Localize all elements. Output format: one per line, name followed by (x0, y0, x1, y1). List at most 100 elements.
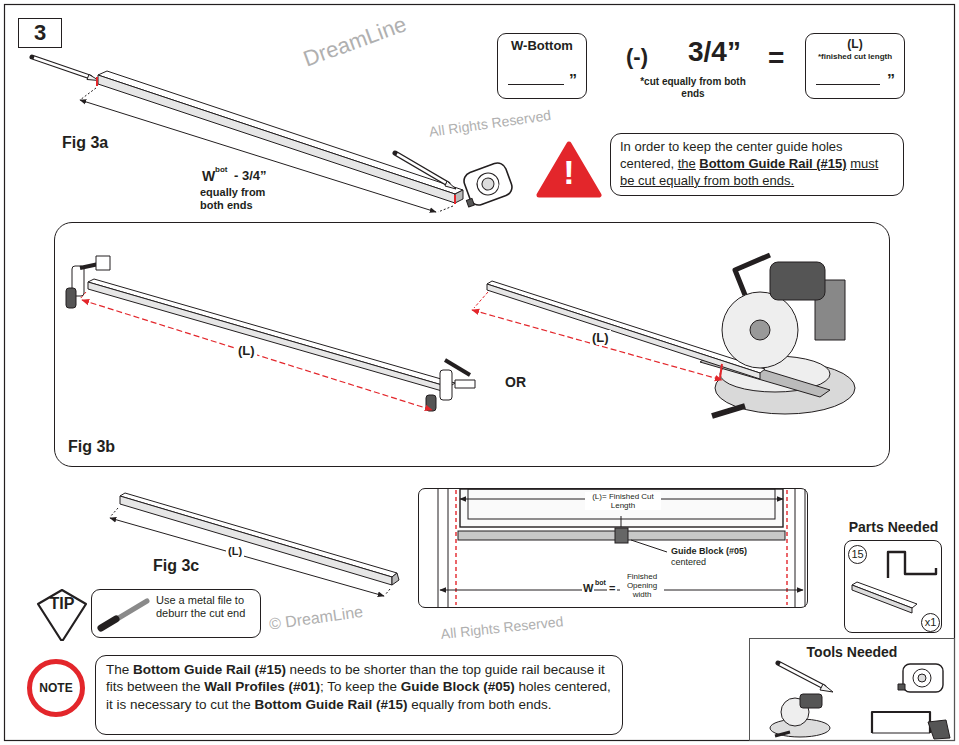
math-operator: = (607, 582, 617, 594)
note-text: Guide Block (#05) (401, 679, 515, 694)
tip-text: Use a metal file to deburr the cut end (156, 594, 256, 620)
figure-label: Fig 3a (62, 134, 108, 152)
note-text: The (106, 662, 129, 677)
fig3b-drawing (712, 406, 745, 416)
fig3b-drawing (96, 256, 110, 270)
fig3c-drawing (110, 518, 384, 596)
inset-drawing (631, 540, 667, 552)
fig3a-drawing (438, 206, 453, 212)
fig3a-drawing (80, 88, 96, 100)
tool-icons (778, 663, 824, 687)
fig3b-drawing (455, 380, 475, 388)
math-operator: = (768, 42, 784, 74)
fig3c-drawing (120, 496, 392, 585)
fig3c-drawing (110, 493, 399, 596)
tip-box: Use a metal file to deburr the cut end (91, 589, 261, 638)
dimension-symbol: W (200, 168, 217, 184)
tool-icons (872, 733, 930, 734)
math-operator: (-) (626, 44, 648, 70)
metal-file-icon (101, 619, 116, 628)
fig3a-drawing (80, 100, 436, 212)
fig3a-drawing (454, 195, 456, 204)
fig3b-drawing (445, 360, 470, 375)
metal-file-icon (117, 601, 147, 619)
fig3b-drawing (770, 262, 825, 300)
inch-mark: ” (569, 72, 577, 90)
watermark: © DreamLine (268, 603, 364, 634)
part-label: Guide Block (#05) (671, 546, 747, 556)
fig3b-drawing (66, 255, 855, 416)
warning-mark: ! (536, 152, 602, 192)
badge-text: NOTE (32, 664, 80, 712)
fig3b-drawing (474, 292, 488, 308)
input-box: W-Bottom” (497, 33, 587, 99)
tool-icons (928, 720, 950, 739)
dimension-subscript: bot (595, 579, 606, 586)
tip-badge: TIP (36, 588, 88, 642)
dimension-note: equally from both ends (200, 186, 280, 211)
watermark: All Rights Reserved (428, 107, 552, 140)
watermark: All Rights Reserved (440, 613, 564, 642)
fig3a-drawing (462, 161, 515, 208)
inset-drawing (805, 489, 806, 607)
tool-icons (913, 669, 931, 687)
box-heading: Parts Needed (843, 519, 944, 535)
inset-drawing (621, 516, 622, 527)
tool-icons (780, 664, 822, 686)
fig3a-drawing (397, 154, 446, 183)
length-label: (L) (236, 343, 257, 358)
inch-mark: ” (887, 72, 895, 90)
part-note: centered (671, 557, 706, 567)
inset-drawing (468, 489, 775, 519)
fig3a-drawing (98, 71, 463, 194)
fig3a-drawing (466, 198, 474, 207)
part-15-drawing (852, 582, 917, 608)
inset-drawing (455, 490, 456, 605)
tools-needed-box: Tools Needed (749, 638, 955, 741)
fig3c-drawing (385, 589, 390, 595)
fig3b-drawing (487, 284, 760, 379)
part-number-circle: 15 (848, 545, 867, 564)
warning-text: Bottom Guide Rail (#15) (699, 156, 846, 171)
part-15-drawing (852, 552, 936, 613)
length-label: (L) (226, 545, 244, 557)
figure-panel: Fig 3b (54, 222, 890, 467)
inset-drawing (460, 489, 783, 527)
fig3b-drawing (750, 320, 770, 340)
note-box: TheBottom Guide Rail (#15)needs to be sh… (95, 655, 623, 735)
part-15-drawing (888, 552, 936, 578)
dimension-symbol: W (582, 582, 594, 594)
note-text: Bottom Guide Rail (#15) (254, 697, 407, 712)
tool-icons (872, 712, 930, 733)
note-text: Wall Profiles (#01) (204, 679, 320, 694)
inset-drawing (795, 489, 796, 607)
dimension-note: Finished Opening width (620, 573, 664, 599)
fig3a-drawing (445, 181, 456, 189)
fig3a-drawing (34, 58, 88, 77)
dimension-subscript: bot (215, 165, 227, 174)
fig3a-drawing (474, 170, 502, 198)
parts-needed-box: Parts Needed15x1 (843, 519, 944, 634)
metal-file-icon (101, 601, 147, 628)
box-note: *finished cut length (806, 52, 904, 61)
dimension-note: (L)= Finished Cut Length (585, 492, 661, 510)
tool-icons (820, 684, 833, 692)
dimension-value: 3/4” (688, 36, 741, 68)
step-number-box: 3 (18, 18, 62, 48)
warning-text: the (678, 156, 696, 171)
inset-drawing (615, 528, 628, 543)
note-badge: NOTE (27, 659, 85, 717)
box-heading: Tools Needed (750, 644, 954, 660)
or-label: OR (505, 374, 526, 390)
warning-box: In order to keep the center guide holes … (610, 133, 904, 196)
inset-box: (L)= Finished Cut LengthGuide Block (#05… (418, 488, 808, 608)
fig3c-drawing (120, 493, 397, 577)
fig3c-drawing (110, 508, 118, 517)
tool-icons (898, 684, 905, 690)
tool-icons (775, 732, 790, 736)
dimension-note: *cut equally from both ends (638, 76, 748, 99)
box-heading: (L) (806, 37, 904, 51)
fig3a-drawing (96, 77, 98, 86)
part-15-drawing (852, 585, 912, 613)
